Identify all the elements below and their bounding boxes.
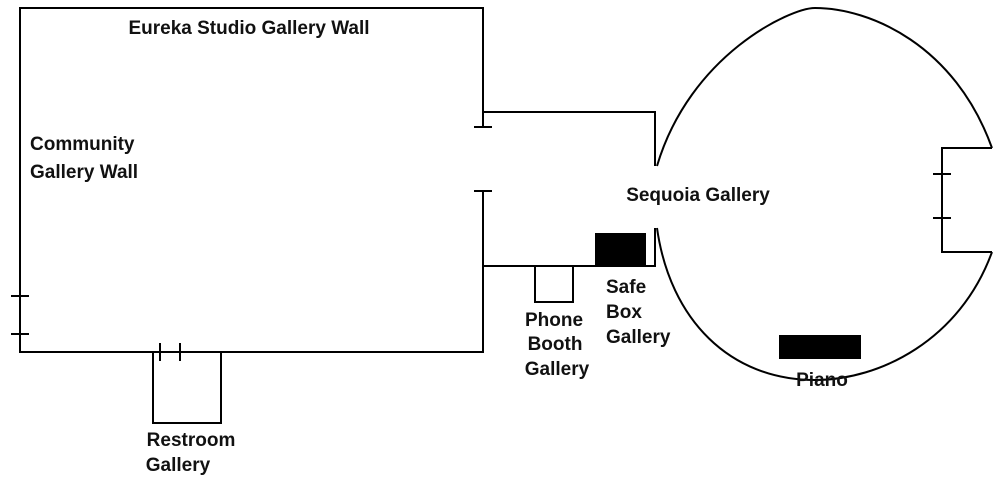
phone-booth-label-line2: Booth xyxy=(528,334,583,355)
phone-booth-label-line3: Gallery xyxy=(525,359,590,380)
sequoia-room-wall xyxy=(656,6,993,167)
restroom-walls xyxy=(152,352,222,424)
safe-box xyxy=(595,233,646,266)
restroom-label-line2: Gallery xyxy=(146,455,211,476)
phone-booth-label-line1: Phone xyxy=(525,310,583,331)
main-room-walls xyxy=(19,7,484,353)
sequoia-label: Sequoia Gallery xyxy=(626,185,770,206)
piano xyxy=(779,335,861,359)
safe-box-label-line1: Safe xyxy=(606,277,646,298)
sequoia-room-wall-lower xyxy=(656,227,993,382)
community-label-line2: Gallery Wall xyxy=(30,162,138,183)
sequoia-east-alcove xyxy=(941,147,992,253)
eureka-studio-label: Eureka Studio Gallery Wall xyxy=(128,18,369,39)
safe-box-label-line3: Gallery xyxy=(606,327,671,348)
safe-box-label-line2: Box xyxy=(606,302,642,323)
phone-booth xyxy=(534,265,574,303)
restroom-label-line1: Restroom xyxy=(147,430,236,451)
piano-label: Piano xyxy=(796,370,848,391)
corridor-top-wall xyxy=(483,111,656,166)
community-label-line1: Community xyxy=(30,134,135,155)
